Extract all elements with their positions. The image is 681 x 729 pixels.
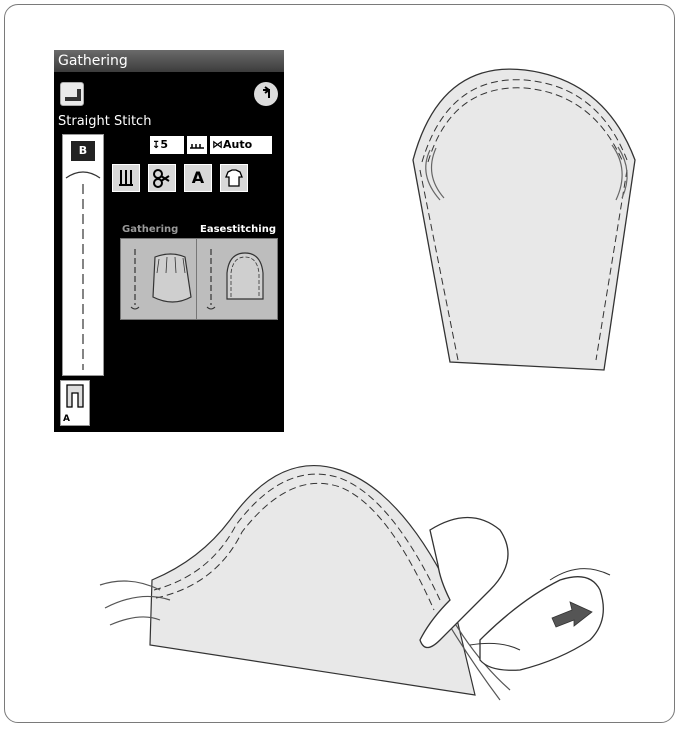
- screen-title: Gathering: [54, 50, 284, 72]
- foot-a-icon: A: [60, 380, 90, 426]
- mode-label-gathering: Gathering: [122, 224, 178, 235]
- easestitching-mode-button[interactable]: [196, 238, 278, 320]
- gathering-mode-button[interactable]: [120, 238, 202, 320]
- stitch-name: Straight Stitch: [58, 114, 151, 129]
- foot-height-indicator[interactable]: ↧5: [150, 136, 184, 154]
- stitch-preview: B: [62, 134, 104, 376]
- tension-indicator[interactable]: ⋈Auto: [210, 136, 272, 154]
- needle-stop-icon[interactable]: [112, 164, 140, 192]
- sewing-foot-icon[interactable]: [60, 82, 84, 106]
- stitch-length-indicator[interactable]: [187, 136, 207, 154]
- thread-cutter-icon[interactable]: [148, 164, 176, 192]
- mode-label-easestitching: Easestitching: [200, 224, 276, 235]
- garment-icon[interactable]: [220, 164, 248, 192]
- pull-arrow-icon: [552, 600, 592, 628]
- letter-a-icon[interactable]: A: [184, 164, 212, 192]
- foot-letter: A: [63, 414, 70, 424]
- lcd-screen: Gathering Straight Stitch B ↧5 ⋈Auto: [54, 50, 284, 432]
- back-arrow-icon[interactable]: [254, 82, 278, 106]
